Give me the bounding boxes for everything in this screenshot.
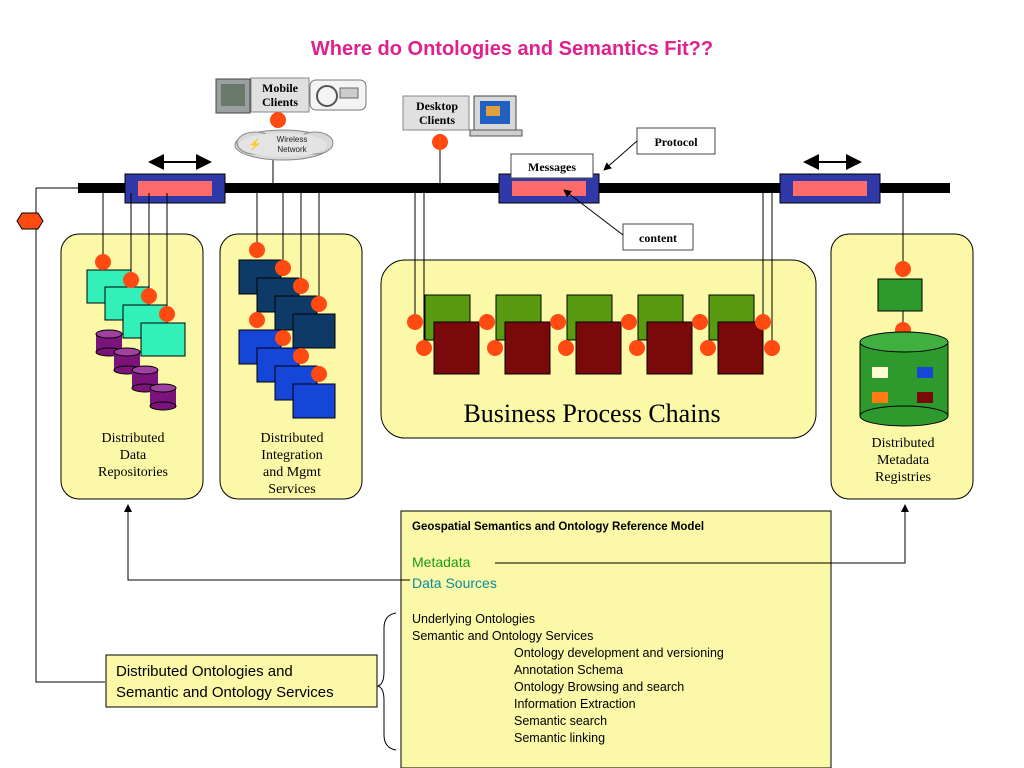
process-box <box>433 321 480 375</box>
service-node <box>249 242 265 258</box>
ontology-feedback-connector <box>16 187 105 683</box>
process-node <box>416 340 432 356</box>
registry-node <box>895 261 911 277</box>
repository-node <box>123 272 139 288</box>
reference-sub-item: Ontology Browsing and search <box>514 680 684 694</box>
hexagon-node-icon <box>16 212 44 230</box>
bus-connector-middle <box>498 173 600 204</box>
bus-connector-right <box>779 154 881 204</box>
protocol-callout: Protocol <box>654 135 698 149</box>
service-node <box>275 330 291 346</box>
process-node <box>558 340 574 356</box>
metadata-link[interactable]: Metadata <box>412 554 471 570</box>
process-node <box>487 340 503 356</box>
satellite-icon: ⚡ <box>248 138 262 151</box>
process-node <box>550 314 566 330</box>
process-node <box>629 340 645 356</box>
desktop-computer-icon <box>469 95 523 137</box>
business-process-chains-label: Business Process Chains <box>463 399 720 428</box>
reference-sub-item: Semantic linking <box>514 731 605 745</box>
service-node <box>249 312 265 328</box>
process-node <box>755 314 771 330</box>
reference-sub-item: Information Extraction <box>514 697 636 711</box>
data-sources-link[interactable]: Data Sources <box>412 575 497 591</box>
process-node <box>692 314 708 330</box>
metadata-connector <box>495 504 909 564</box>
reference-item: Underlying Ontologies <box>412 612 535 626</box>
service-box <box>292 383 336 419</box>
reference-model-title: Geospatial Semantics and Ontology Refere… <box>412 521 704 533</box>
repository-box <box>140 322 186 357</box>
service-node <box>293 348 309 364</box>
messages-callout: Messages <box>528 160 576 174</box>
reference-item: Semantic and Ontology Services <box>412 629 593 643</box>
repository-node <box>95 254 111 270</box>
reference-sub-item: Ontology development and versioning <box>514 646 724 660</box>
data-sources-connector <box>124 504 410 581</box>
service-node <box>293 278 309 294</box>
database-cylinder-icon <box>95 329 123 357</box>
desktop-node <box>432 134 448 150</box>
process-box <box>717 321 764 375</box>
service-node <box>311 296 327 312</box>
bus-connector-left <box>124 154 226 204</box>
service-node <box>275 260 291 276</box>
process-node <box>621 314 637 330</box>
process-box <box>646 321 693 375</box>
page-title: Where do Ontologies and Semantics Fit?? <box>311 38 713 60</box>
panel-business-process-chains: Business Process Chains <box>380 193 817 439</box>
brace-icon <box>376 612 397 751</box>
process-node <box>407 314 423 330</box>
process-box <box>504 321 551 375</box>
service-node <box>311 366 327 382</box>
reference-sub-item: Semantic search <box>514 714 607 728</box>
reference-sub-item: Annotation Schema <box>514 663 623 677</box>
process-node <box>700 340 716 356</box>
mobile-node <box>270 112 286 128</box>
process-box <box>575 321 622 375</box>
content-callout: content <box>639 231 677 245</box>
database-cylinder-icon <box>149 383 177 411</box>
registry-box <box>877 278 923 312</box>
process-node <box>479 314 495 330</box>
registry-database-icon <box>859 331 949 427</box>
service-box <box>292 313 336 349</box>
car-dashboard-icon <box>309 79 367 111</box>
repository-node <box>159 306 175 322</box>
repository-node <box>141 288 157 304</box>
reference-model-box: Geospatial Semantics and Ontology Refere… <box>400 510 832 768</box>
process-node <box>764 340 780 356</box>
